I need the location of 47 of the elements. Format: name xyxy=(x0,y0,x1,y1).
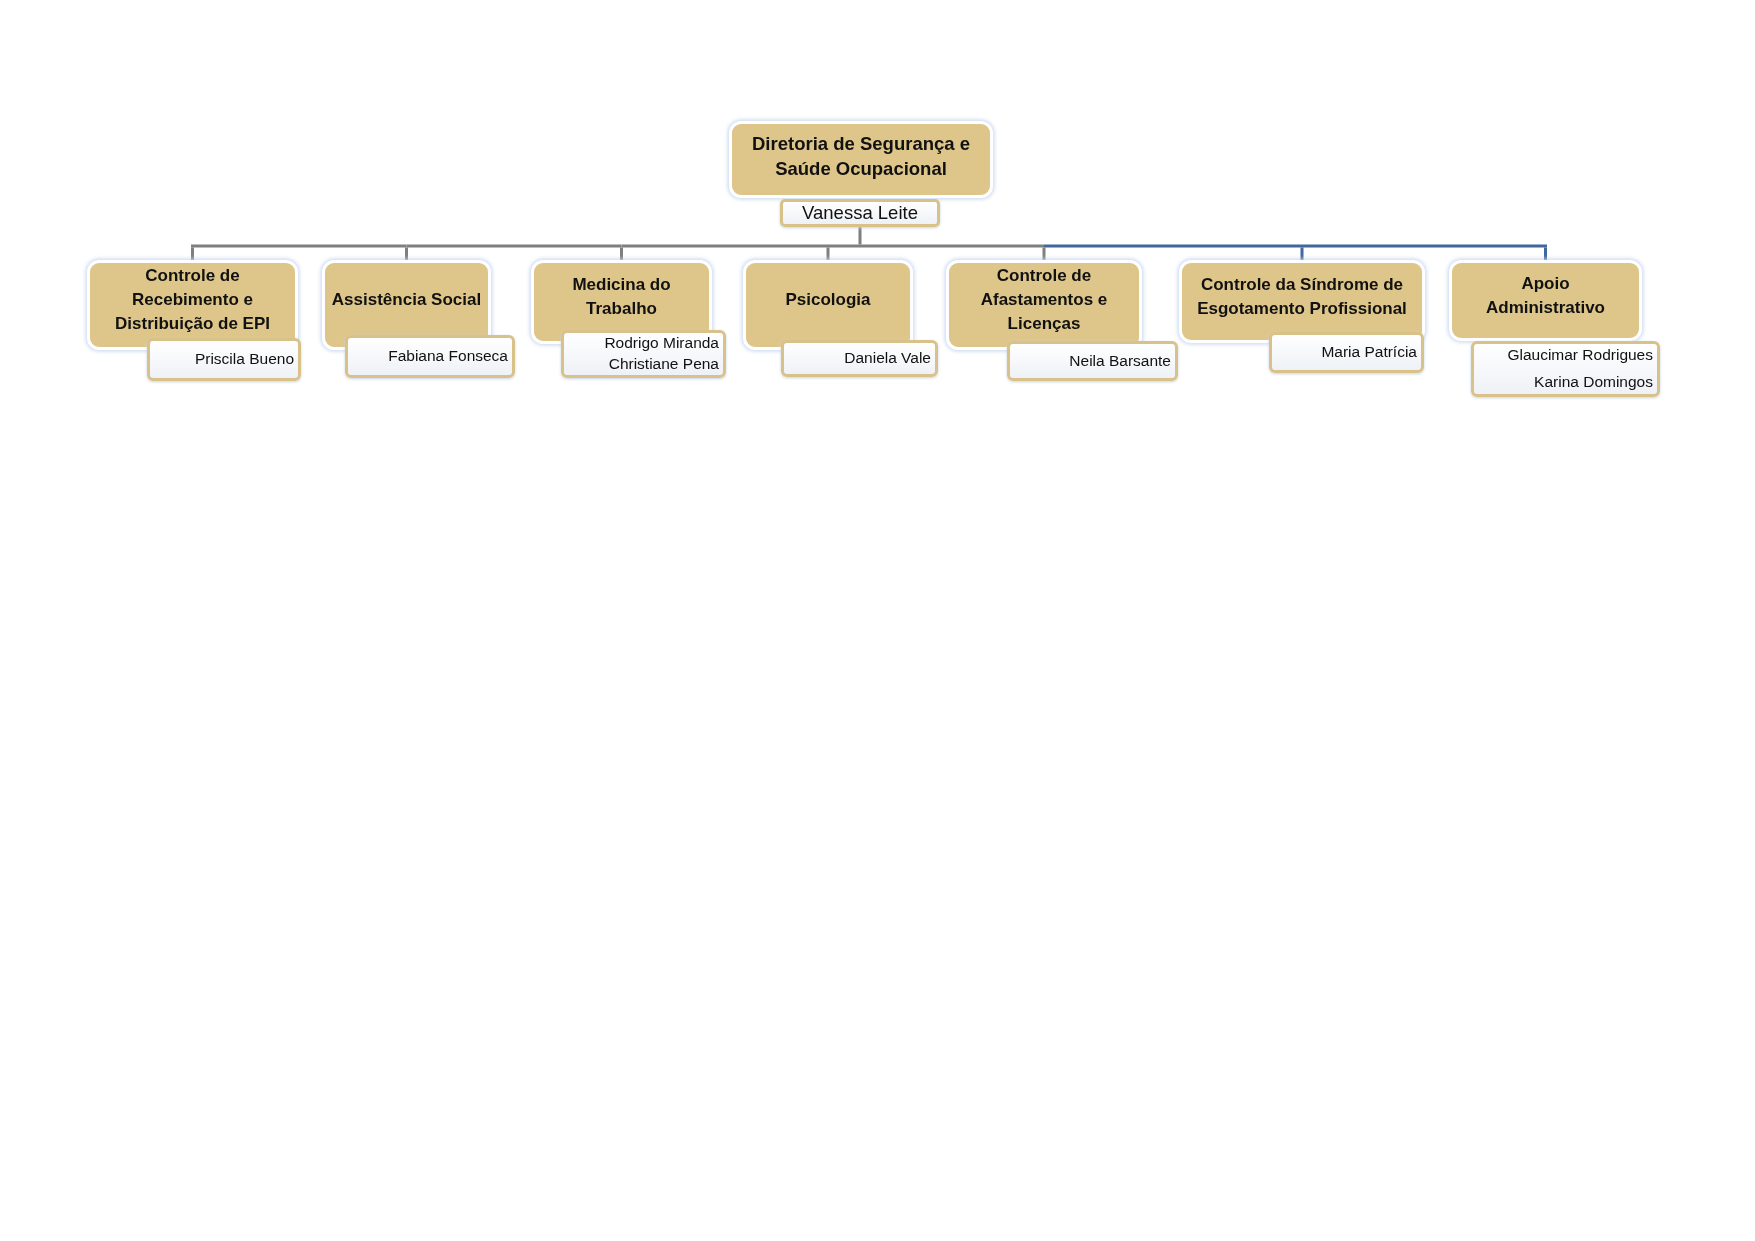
name-box xyxy=(561,330,726,378)
connector-line xyxy=(1042,247,1046,260)
unit-title: Medicina do Trabalho xyxy=(571,274,672,320)
person-name: Fabiana Fonseca xyxy=(388,347,508,366)
unit-box xyxy=(1449,260,1642,341)
connector-line xyxy=(858,227,862,245)
name-box xyxy=(1007,341,1178,381)
person-name: Glaucimar Rodrigues xyxy=(1507,346,1653,365)
person-name: Karina Domingos xyxy=(1534,373,1653,392)
director-box xyxy=(729,121,993,198)
connector-line xyxy=(1544,247,1547,260)
connector-line xyxy=(826,247,830,260)
person-name: Christiane Pena xyxy=(608,355,719,374)
unit-title: Assistência Social xyxy=(331,289,482,312)
name-box xyxy=(345,335,515,378)
connector-line xyxy=(191,247,194,260)
unit-box xyxy=(743,260,913,350)
person-name: Vanessa Leite xyxy=(802,202,918,224)
unit-title: Diretoria de Segurança e Saúde Ocupacional xyxy=(751,132,971,181)
person-name: Neila Barsante xyxy=(1069,351,1171,371)
connector-line xyxy=(191,244,407,248)
name-box xyxy=(147,338,301,381)
unit-box xyxy=(87,260,298,350)
person-name: Maria Patrícia xyxy=(1321,343,1417,362)
connector-line xyxy=(620,247,623,260)
unit-title: Controle de Recebimento e Distribuição de EPI xyxy=(114,265,271,335)
connector-line xyxy=(406,244,622,248)
name-box xyxy=(781,340,938,377)
unit-title: Apoio Administrativo xyxy=(1485,272,1606,319)
unit-title: Controle da Síndrome de Esgotamento Profissional xyxy=(1196,273,1408,320)
name-box xyxy=(1269,332,1424,373)
unit-title: Controle de Afastamentos e Licenças xyxy=(979,265,1109,335)
unit-box xyxy=(1179,260,1425,343)
person-name: Daniela Vale xyxy=(844,349,931,368)
unit-title: Psicologia xyxy=(785,289,871,312)
connector-line xyxy=(860,244,1044,248)
connector-line xyxy=(1302,244,1547,248)
connector-line xyxy=(621,244,828,248)
person-name: Priscila Bueno xyxy=(194,350,294,369)
connector-line xyxy=(828,244,860,248)
name-box xyxy=(1471,341,1660,397)
connector-line xyxy=(405,247,408,260)
person-name: Rodrigo Miranda xyxy=(604,334,719,353)
connector-line xyxy=(1300,247,1304,260)
unit-box xyxy=(946,260,1142,350)
connector-line xyxy=(1044,244,1302,248)
name-box xyxy=(780,199,940,227)
